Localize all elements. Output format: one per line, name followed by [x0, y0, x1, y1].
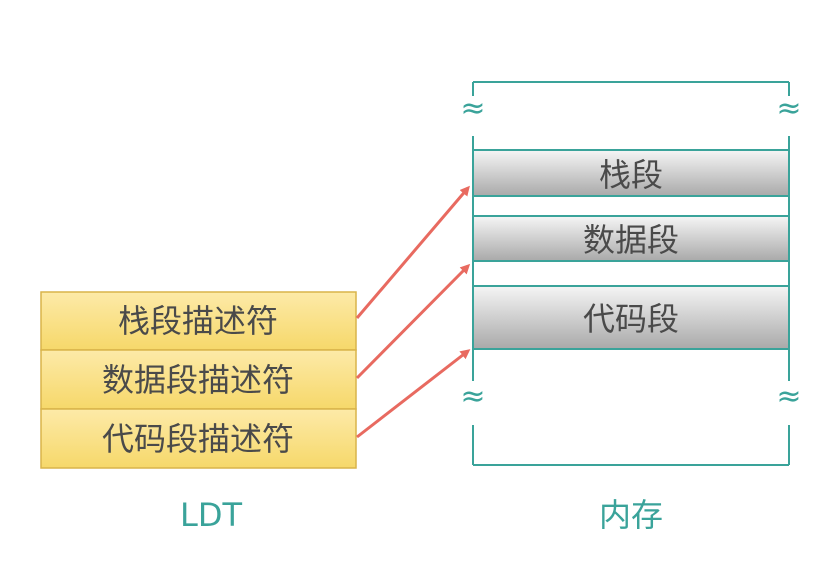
descriptor-code-box — [40, 408, 357, 469]
arrow-stack — [355, 185, 470, 319]
descriptor-code-label: 代码段描述符 — [102, 420, 294, 458]
ldt-table: 栈段描述符 数据段描述符 代码段描述符 — [40, 291, 357, 469]
break-mark-icon: ≈ — [460, 379, 485, 414]
memory-column: ≈ ≈ ≈ ≈ 栈段 数据段 代码段 — [460, 81, 802, 466]
segment-data-box — [474, 217, 788, 261]
segment-stack-box — [474, 151, 788, 196]
break-mark-icon: ≈ — [776, 379, 801, 414]
descriptor-stack-label: 栈段描述符 — [118, 302, 278, 340]
arrow-code — [356, 349, 471, 439]
descriptor-stack: 栈段描述符 — [40, 291, 357, 351]
break-mark-icon: ≈ — [460, 91, 485, 126]
descriptor-arrows — [355, 185, 471, 439]
arrow-data — [355, 263, 471, 380]
descriptor-data-label: 数据段描述符 — [102, 361, 294, 399]
segment-data-label: 数据段 — [583, 221, 679, 259]
descriptor-data-box — [40, 349, 357, 410]
descriptor-stack-box — [40, 291, 357, 351]
segment-code-box — [474, 287, 788, 349]
segment-stack-label: 栈段 — [599, 156, 663, 194]
memory-caption: 内存 — [599, 496, 663, 534]
ldt-caption: LDT — [180, 496, 242, 534]
descriptor-code: 代码段描述符 — [40, 408, 357, 469]
segment-code-label: 代码段 — [583, 300, 679, 338]
descriptor-data: 数据段描述符 — [40, 349, 357, 410]
break-mark-icon: ≈ — [776, 91, 801, 126]
